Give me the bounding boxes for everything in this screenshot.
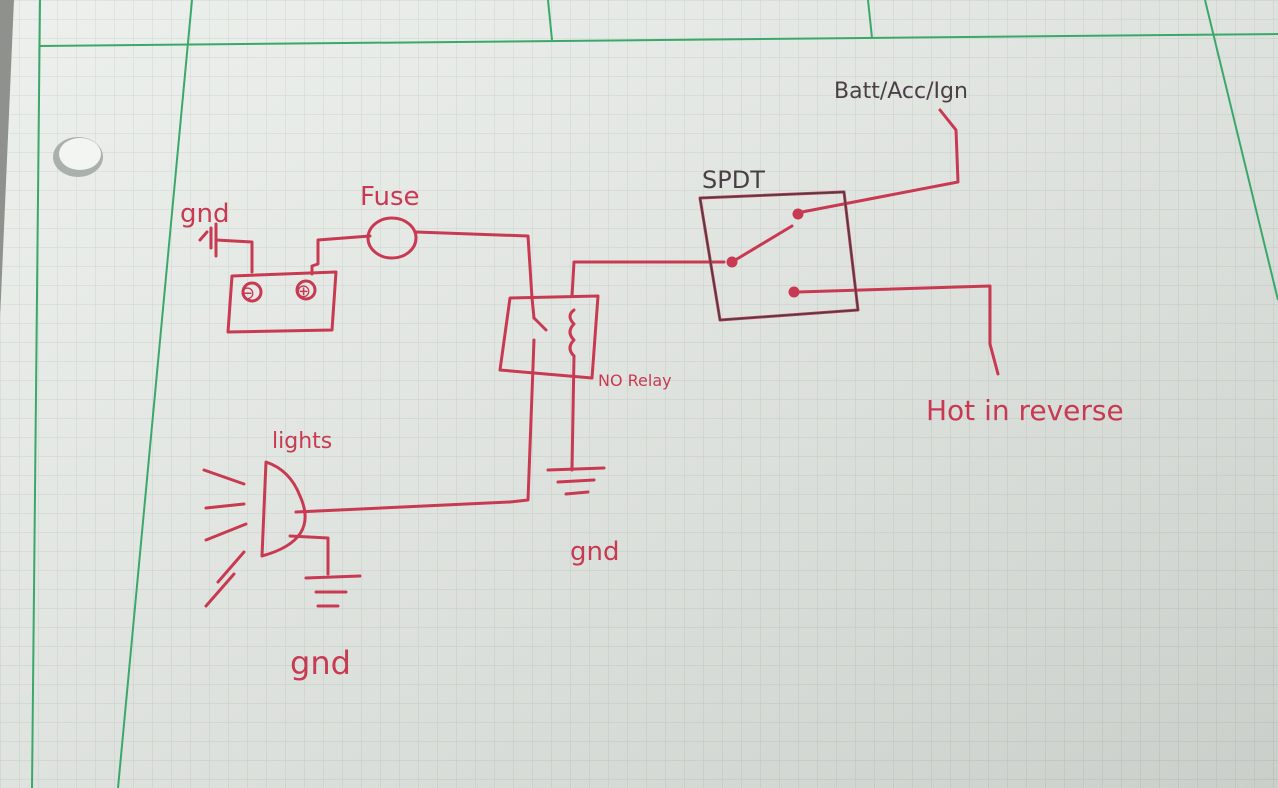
battery-positive-label: ⊕: [296, 281, 311, 302]
battery-negative-label: ⊖: [240, 283, 255, 304]
spdt-label: SPDT: [702, 166, 765, 194]
light-lamp-symbol: [202, 460, 330, 608]
battery-symbol: [226, 234, 372, 334]
relay-label: NO Relay: [598, 371, 672, 390]
ground-symbol-lights: [304, 574, 362, 608]
ground-label-lights: gnd: [290, 644, 351, 682]
light-feed-wire: [294, 500, 512, 514]
switch-output-label: Hot in reverse: [926, 394, 1124, 427]
relay-symbol: [498, 260, 726, 504]
fuse-symbol: [366, 216, 534, 300]
ground-label-relay: gnd: [570, 537, 620, 567]
ground-symbol-top-left: [198, 222, 254, 274]
ground-label-top-left: gnd: [180, 199, 230, 229]
ground-symbol-relay: [546, 466, 606, 496]
fuse-label: Fuse: [360, 182, 420, 212]
switch-input-label: Batt/Acc/Ign: [834, 79, 968, 104]
lights-label: lights: [272, 429, 332, 454]
spdt-outline: [699, 191, 859, 321]
